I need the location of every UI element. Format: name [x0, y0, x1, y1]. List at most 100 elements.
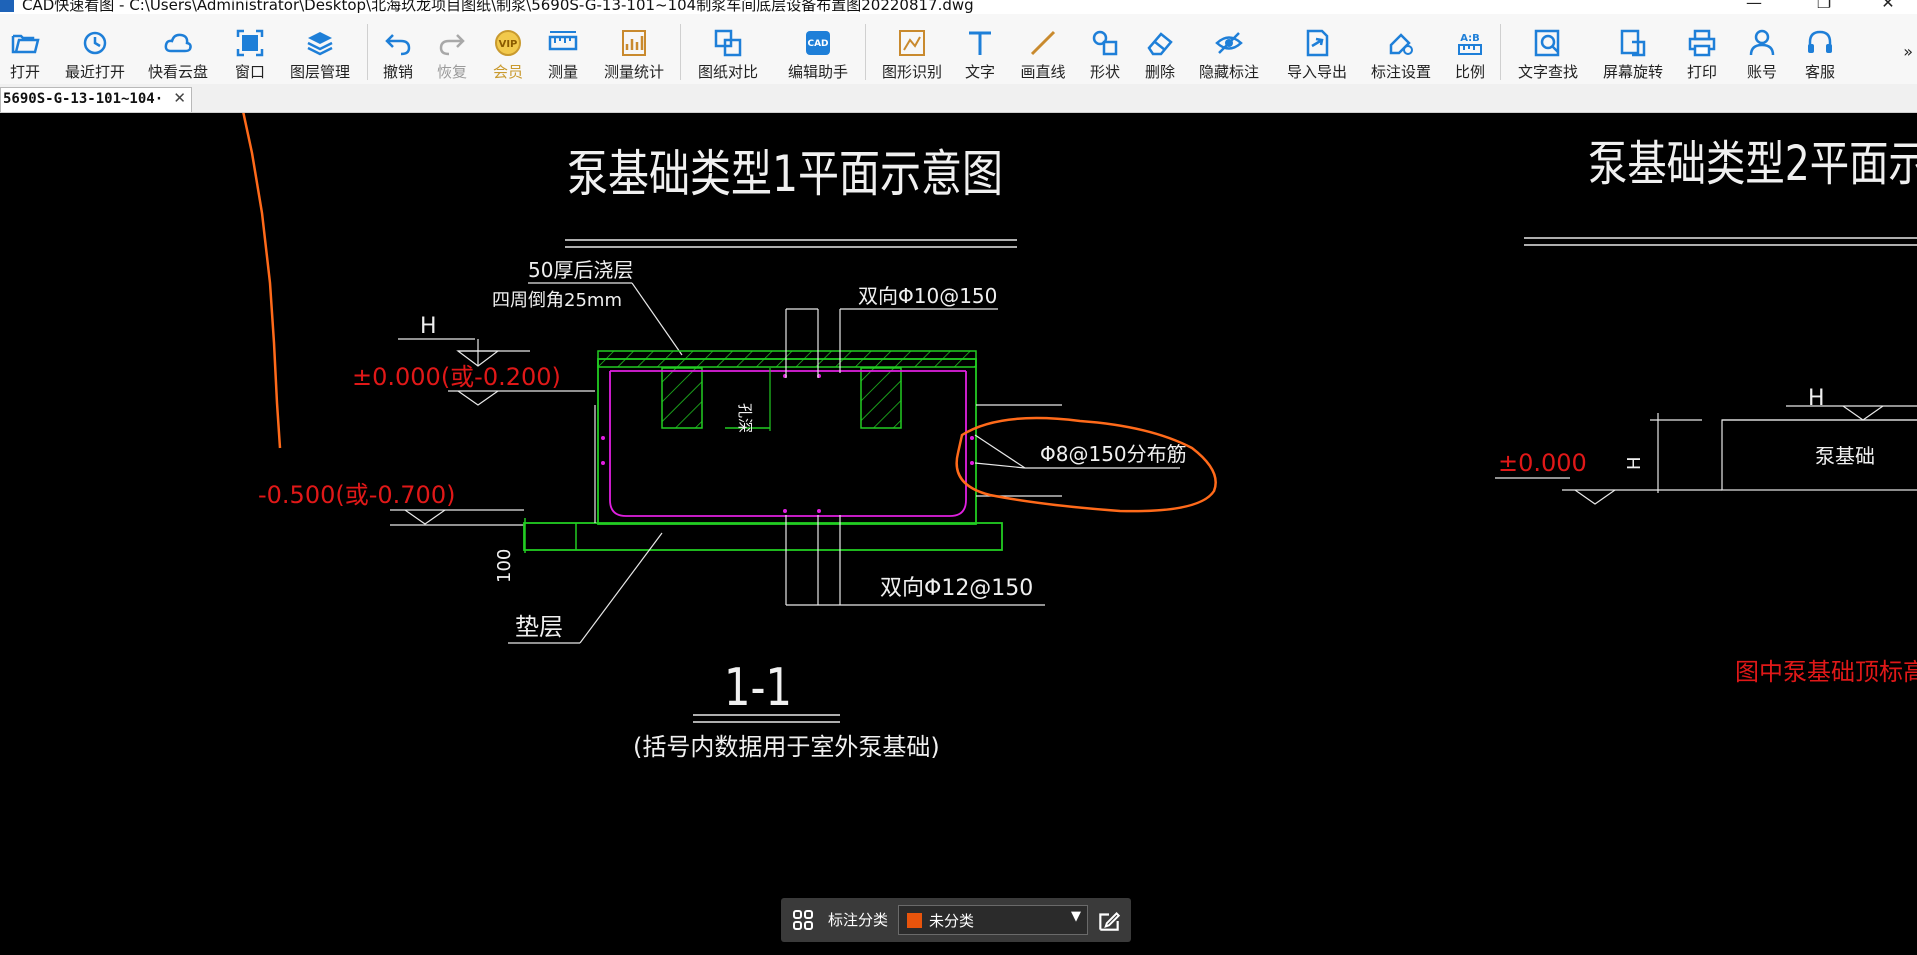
- markup-stroke: [242, 113, 282, 449]
- toolbar-open-button[interactable]: 打开: [0, 14, 65, 84]
- text-t-icon: [969, 31, 991, 55]
- annotation-category-bar: 标注分类 未分类 ▼: [781, 898, 1131, 942]
- label-slab-thickness: 100: [494, 549, 515, 583]
- text-search-icon: [1534, 29, 1560, 57]
- maximize-button[interactable]: ❐: [1816, 0, 1832, 12]
- shape-recognize-icon: [899, 30, 925, 56]
- toolbar-customer-service-button[interactable]: 客服: [1780, 14, 1860, 84]
- toolbar-button-label: 打开: [9, 63, 40, 81]
- svg-text:CAD: CAD: [807, 39, 828, 49]
- markup-circle: [955, 416, 1217, 513]
- toolbar-redo-button[interactable]: 恢复: [412, 14, 492, 84]
- grid-apps-icon[interactable]: [791, 908, 815, 932]
- toolbar-recent-button[interactable]: 最近打开: [55, 14, 135, 84]
- document-tab-label: 5690S-G-13-101~104·: [3, 91, 164, 107]
- layers-icon: [307, 32, 333, 56]
- toolbar-print-button[interactable]: 打印: [1662, 14, 1742, 84]
- annotation-category-value: 未分类: [929, 912, 975, 930]
- label-rebar-top: 双向Φ10@150: [858, 284, 997, 308]
- window-icon: [236, 29, 264, 57]
- toolbar-compare-button[interactable]: 图纸对比: [688, 14, 768, 84]
- toolbar-import-export-button[interactable]: 导入导出: [1277, 14, 1357, 84]
- toolbar-account-button[interactable]: 账号: [1722, 14, 1802, 84]
- toolbar-button-label: 快看云盘: [147, 63, 208, 81]
- edit-category-icon[interactable]: [1096, 908, 1122, 934]
- toolbar-screen-rotate-button[interactable]: 屏幕旋转: [1593, 14, 1673, 84]
- line-icon: [1030, 30, 1056, 56]
- folder-open-icon: [11, 34, 40, 54]
- toolbar-separator: [1500, 24, 1501, 80]
- toolbar-button-label: 测量统计: [603, 63, 664, 81]
- close-button[interactable]: ✕: [1881, 0, 1895, 12]
- toolbar-button-label: 标注设置: [1370, 63, 1431, 81]
- toolbar-layer-manager-button[interactable]: 图层管理: [280, 14, 360, 84]
- toolbar-shape-recognition-button[interactable]: 图形识别: [872, 14, 952, 84]
- toolbar-button-label: 账号: [1746, 63, 1777, 81]
- annotation-category-label: 标注分类: [828, 911, 889, 929]
- toolbar-delete-button[interactable]: 删除: [1120, 14, 1200, 84]
- label-cushion: 垫层: [515, 613, 563, 641]
- toolbar-draw-line-button[interactable]: 画直线: [1003, 14, 1083, 84]
- toolbar-separator: [367, 24, 368, 80]
- cloud-icon: [164, 33, 192, 53]
- toolbar-button-label: 测量: [547, 63, 578, 81]
- title-bar: CAD快速看图 - C:\Users\Administrator\Desktop…: [0, 0, 1917, 14]
- toolbar-undo-button[interactable]: 撤销: [358, 14, 438, 84]
- toolbar-hide-annotation-button[interactable]: 隐藏标注: [1189, 14, 1269, 84]
- label-red-note: 图中泵基础顶标高均: [1735, 658, 1917, 686]
- ruler-icon: [548, 31, 578, 51]
- user-icon: [1749, 29, 1775, 56]
- toolbar-button-label: 文字查找: [1517, 63, 1578, 81]
- toolbar-button-label: 删除: [1144, 63, 1175, 81]
- toolbar-button-label: 隐藏标注: [1198, 63, 1259, 81]
- toolbar-cloud-drive-button[interactable]: 快看云盘: [138, 14, 218, 84]
- label-level-bottom: -0.500(或-0.700): [258, 481, 455, 509]
- toolbar-annotation-settings-button[interactable]: 标注设置: [1361, 14, 1441, 84]
- label-h-dim: H: [1624, 456, 1645, 470]
- annotation-category-select[interactable]: 未分类 ▼: [898, 905, 1088, 935]
- toolbar-measure-stats-button[interactable]: 测量统计: [594, 14, 674, 84]
- window-title: CAD快速看图 - C:\Users\Administrator\Desktop…: [22, 0, 974, 14]
- eraser-icon: [1147, 32, 1173, 56]
- toolbar-more-button[interactable]: »: [1903, 42, 1913, 61]
- annotation-settings-icon: [1389, 33, 1413, 55]
- measure-stats-icon: [622, 30, 646, 56]
- toolbar-button-label: 画直线: [1020, 63, 1066, 81]
- toolbar-vip-button[interactable]: VIP 会员: [468, 14, 548, 84]
- shapes-icon: [1092, 30, 1118, 56]
- toolbar-shape-button[interactable]: 形状: [1065, 14, 1145, 84]
- drawing-title-1: 泵基础类型1平面示意图: [567, 145, 1003, 203]
- eye-hide-icon: [1215, 32, 1243, 54]
- recent-clock-icon: [83, 31, 107, 55]
- toolbar-button-label: 恢复: [436, 63, 467, 81]
- drawing-canvas[interactable]: 泵基础类型1平面示意图 泵基础类型2平面示意图 50厚后浇层 四周倒角25mm …: [0, 113, 1917, 955]
- toolbar-button-label: 打印: [1686, 63, 1717, 81]
- toolbar-button-label: 会员: [492, 63, 523, 81]
- category-color-swatch: [907, 913, 922, 928]
- headset-icon: [1808, 30, 1832, 53]
- label-distribution-rebar: Φ8@150分布筋: [1040, 442, 1187, 466]
- toolbar-button-label: 形状: [1089, 63, 1120, 81]
- printer-icon: [1688, 29, 1716, 57]
- toolbar-button-label: 图形识别: [881, 63, 942, 81]
- toolbar-text-search-button[interactable]: 文字查找: [1508, 14, 1588, 84]
- svg-text:VIP: VIP: [499, 39, 518, 50]
- label-post-pour-layer: 50厚后浇层: [528, 258, 633, 282]
- toolbar-window-button[interactable]: 窗口: [210, 14, 290, 84]
- label-level-top: ±0.000(或-0.200): [352, 363, 561, 391]
- cad-edit-icon: CAD: [806, 31, 830, 55]
- minimize-button[interactable]: —: [1746, 0, 1762, 12]
- toolbar-separator: [865, 24, 866, 80]
- toolbar-measure-button[interactable]: 测量: [523, 14, 603, 84]
- toolbar-text-button[interactable]: 文字: [940, 14, 1020, 84]
- drawing-title-2: 泵基础类型2平面示意图: [1588, 136, 1917, 192]
- label-h-level: H: [420, 314, 437, 339]
- tab-close-icon[interactable]: ✕: [173, 89, 186, 107]
- compare-icon: [714, 29, 742, 57]
- document-tab[interactable]: 5690S-G-13-101~104· ✕: [0, 87, 192, 112]
- toolbar-button-label: 屏幕旋转: [1602, 63, 1663, 81]
- document-tab-bar: 5690S-G-13-101~104· ✕: [0, 84, 1917, 113]
- label-level-2: ±0.000: [1498, 449, 1587, 477]
